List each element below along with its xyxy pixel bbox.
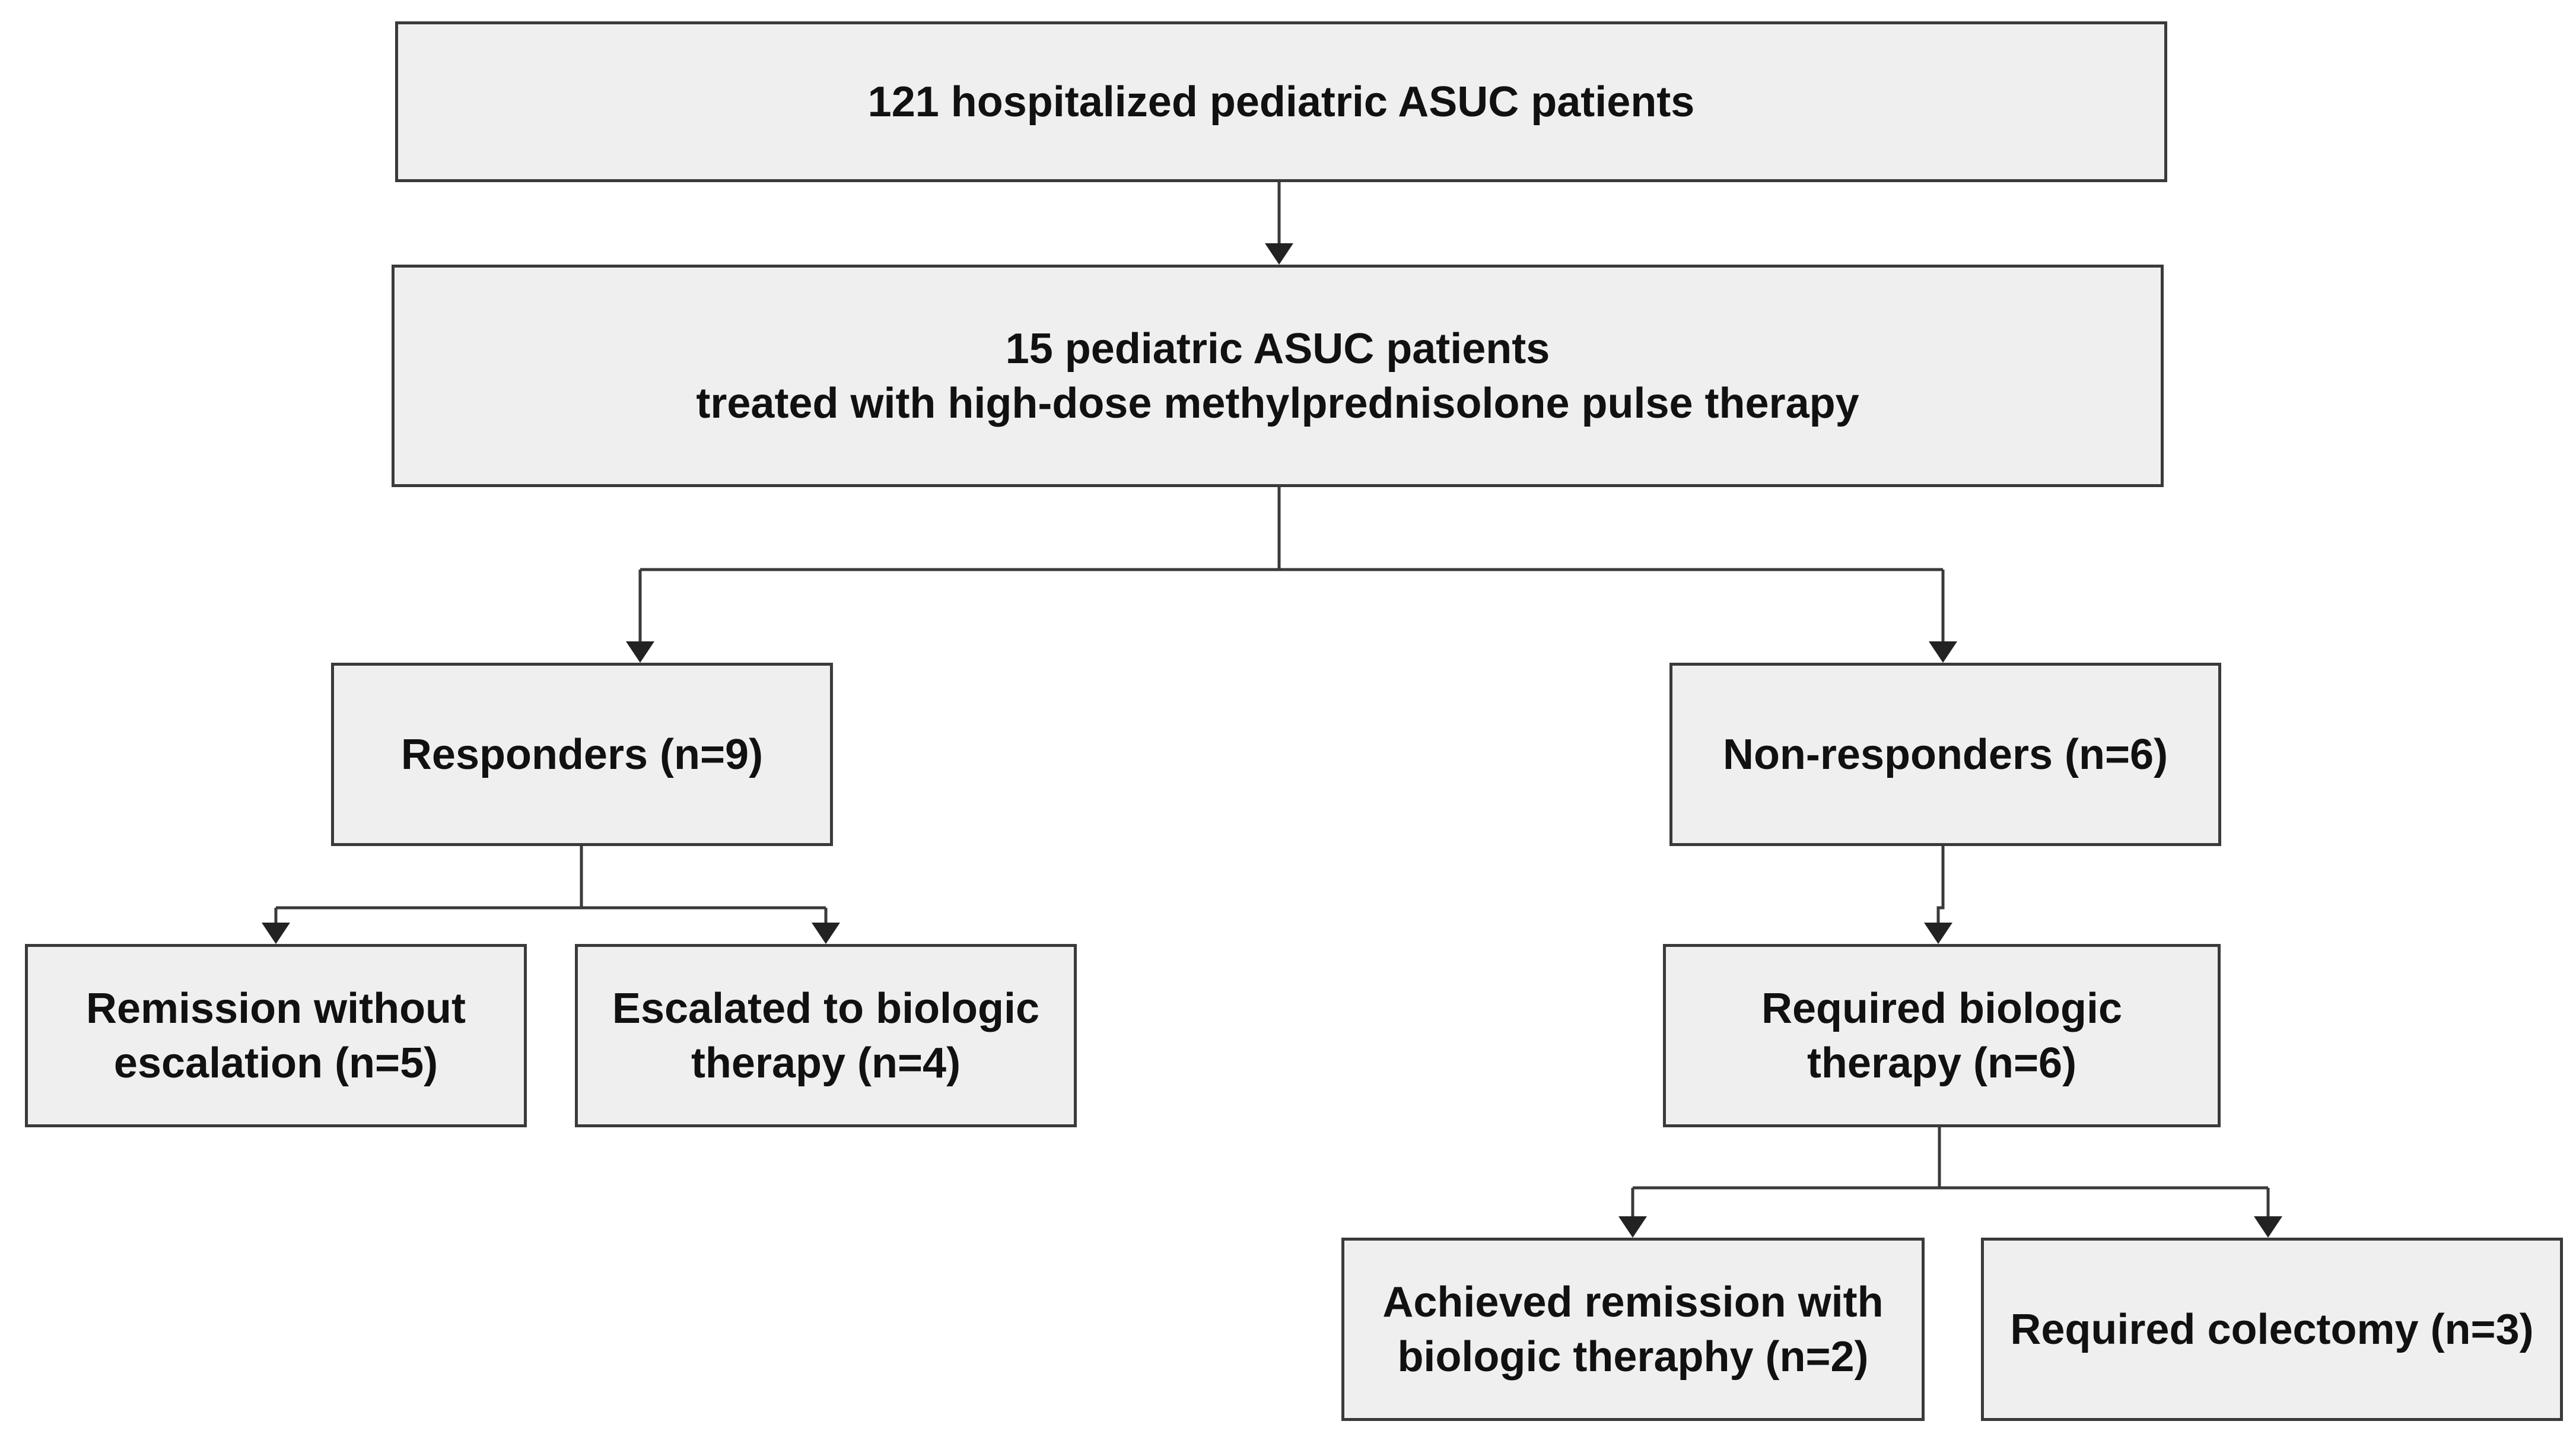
connector-pulse-split — [638, 487, 1945, 646]
node-pulse-therapy-line-1: 15 pediatric ASUC patients — [1005, 325, 1550, 373]
node-required-biologic-line-2: therapy (n=6) — [1807, 1039, 2077, 1087]
node-responders-line-1: Responders (n=9) — [400, 730, 764, 778]
node-responders: Responders (n=9) — [331, 663, 833, 846]
node-total-patients: 121 hospitalized pediatric ASUC patients — [395, 21, 2167, 182]
node-remission-line-2: escalation (n=5) — [113, 1039, 438, 1087]
connector-required-split — [1631, 1127, 2270, 1221]
node-required-biologic: Required biologic therapy (n=6) — [1663, 944, 2221, 1127]
node-escalated-line-1: Escalated to biologic — [612, 984, 1040, 1032]
node-achieved-line-2: biologic theraphy (n=2) — [1397, 1333, 1869, 1381]
arrowhead-colectomy — [2254, 1216, 2282, 1238]
node-escalated-line-2: therapy (n=4) — [691, 1039, 961, 1087]
node-required-colectomy: Required colectomy (n=3) — [1981, 1238, 2563, 1421]
node-pulse-therapy: 15 pediatric ASUC patients treated with … — [392, 265, 2164, 487]
node-achieved-remission-biologic: Achieved remission with biologic theraph… — [1341, 1238, 1925, 1421]
arrowhead-non-responders — [1929, 641, 1957, 663]
node-remission-without-escalation: Remission without escalation (n=5) — [25, 944, 527, 1127]
node-total-patients-line-1: 121 hospitalized pediatric ASUC patients — [867, 78, 1695, 126]
node-remission-line-1: Remission without — [85, 984, 466, 1032]
node-colectomy-line-1: Required colectomy (n=3) — [2010, 1305, 2534, 1353]
node-achieved-line-1: Achieved remission with — [1382, 1278, 1884, 1326]
node-non-responders: Non-responders (n=6) — [1669, 663, 2221, 846]
arrowhead-escalated — [812, 923, 840, 944]
node-required-biologic-line-1: Required biologic — [1761, 984, 2123, 1032]
arrowhead-responders — [626, 641, 654, 663]
node-escalated-to-biologic: Escalated to biologic therapy (n=4) — [575, 944, 1077, 1127]
connector-nonresp-to-required — [1936, 846, 1945, 927]
node-non-responders-line-1: Non-responders (n=6) — [1722, 730, 2168, 778]
arrowhead-required — [1924, 923, 1952, 944]
connector-responders-split — [274, 846, 828, 927]
node-pulse-therapy-line-2: treated with high-dose methylprednisolon… — [696, 379, 1859, 427]
arrowhead-remission — [262, 923, 290, 944]
arrowhead-achieved — [1618, 1216, 1647, 1238]
arrowhead-pulse — [1265, 243, 1293, 265]
